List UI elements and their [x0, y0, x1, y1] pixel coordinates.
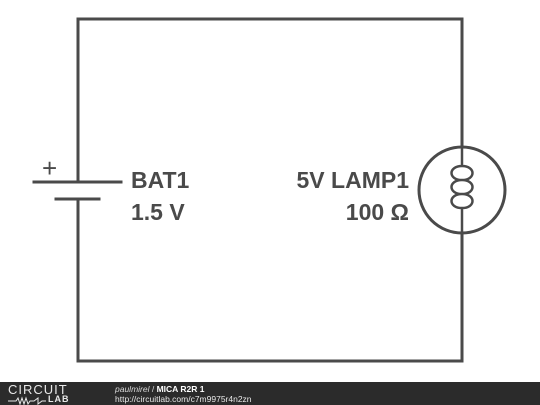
footer-bar: CIRCUIT LAB paulmirel / MICA R2R 1 http:…: [0, 382, 540, 405]
author-title-line: paulmirel / MICA R2R 1: [115, 384, 252, 394]
logo-wordmark-top: CIRCUIT: [8, 382, 68, 397]
battery-symbol: [32, 180, 123, 201]
author-link[interactable]: paulmirel: [115, 384, 150, 394]
logo-wordmark-bottom: LAB: [48, 394, 70, 404]
lamp-symbol: [417, 145, 507, 235]
lamp-value-label: 100 Ω: [346, 199, 409, 225]
battery-name-label: BAT1: [131, 167, 190, 193]
lamp-filament: [450, 147, 474, 233]
resistor-wave-icon: [8, 396, 46, 405]
lamp-name-label: 5V LAMP1: [297, 167, 410, 193]
battery-plus-sign: +: [42, 153, 57, 183]
circuit-schematic: + BAT1 1.5 V 5V LAMP1 100 Ω: [32, 17, 507, 363]
author-separator: /: [149, 384, 157, 394]
circuitlab-logo[interactable]: CIRCUIT LAB: [8, 383, 98, 405]
circuit-url-link[interactable]: http://circuitlab.com/c7m9975r4n2zn: [115, 394, 252, 404]
circuit-title[interactable]: MICA R2R 1: [156, 384, 205, 394]
battery-value-label: 1.5 V: [131, 199, 185, 225]
circuit-meta: paulmirel / MICA R2R 1 http://circuitlab…: [115, 384, 252, 404]
